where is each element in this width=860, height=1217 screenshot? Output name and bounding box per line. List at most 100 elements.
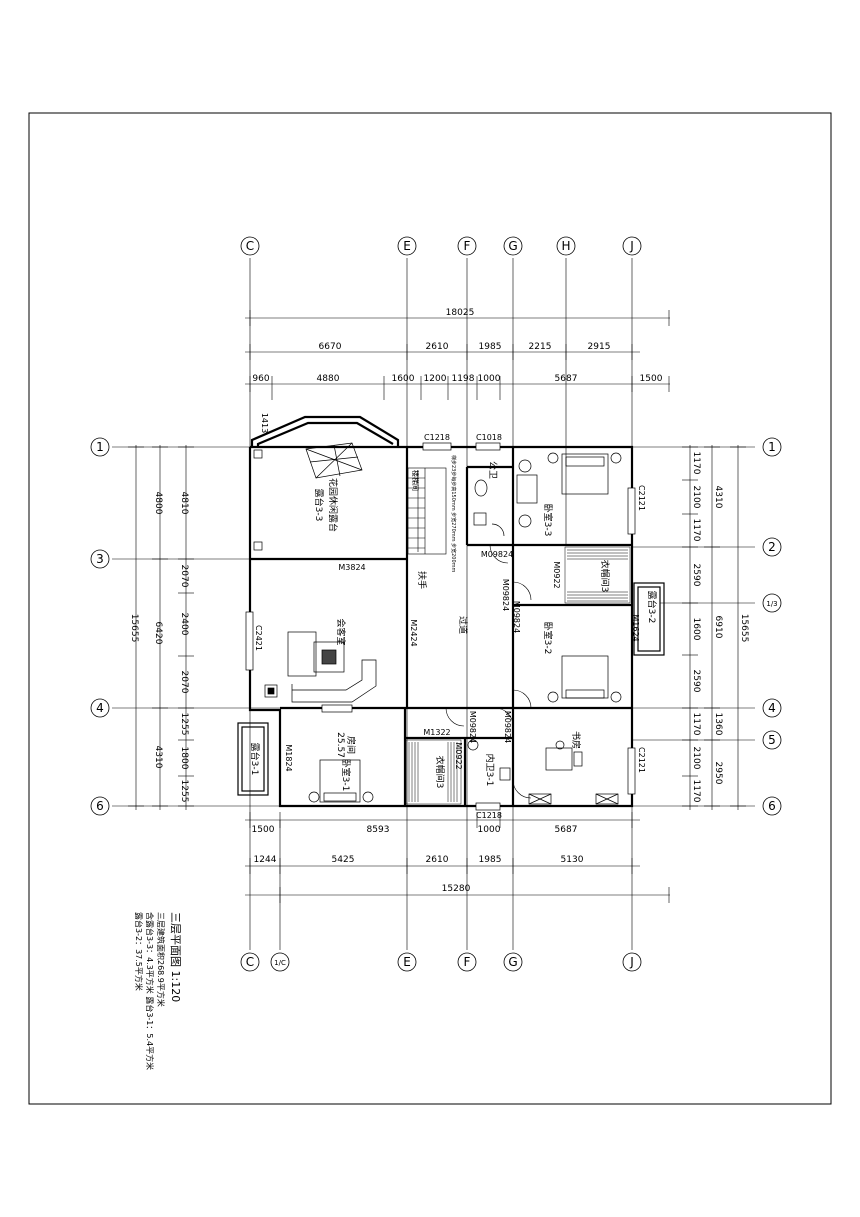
door-swings [445,544,532,799]
dim-right-total: 15655 [739,614,749,643]
wc-31-fixtures [467,739,511,781]
dim-right-inner-0: 1170 [691,452,701,475]
dim-left-inner-0: 4810 [179,492,189,515]
dim-bot-r1-2: 1000 [478,825,501,835]
dim-right-outer-1: 6910 [713,616,723,639]
dim-top-r2-5: 1000 [478,374,501,384]
axis-label-g-bottom: G [508,955,517,969]
dim-left-inner-5: 1800 [179,747,189,770]
axis-label-h-top: H [561,239,570,253]
room-bedroom-31: 卧室3-1 [340,759,352,792]
code-m1322: M1322 [423,728,450,737]
dim-bot-r2-1: 5425 [332,855,355,865]
axis-label-c-top: C [246,239,254,253]
dim-top-r2-4: 1198 [452,374,475,384]
code-c2421: C2421 [254,625,263,651]
dim-1413: 1413 [260,413,269,433]
dim-left-outer-0: 4800 [153,492,163,515]
dim-bot-r2-4: 5130 [561,855,584,865]
axis-label-3-left: 3 [96,552,104,566]
room-wardrobe-3: 衣帽间3 [599,560,611,593]
room-bedroom-32: 卧室3-2 [542,622,554,655]
dim-top-r2-7: 1500 [640,374,663,384]
room-stair: 楼梯间 [411,470,420,491]
dim-left-outer-1: 6420 [153,622,163,645]
room-bed31-area: 25.57 [335,732,345,758]
room-label-fangjian: 房间 [345,736,357,754]
dim-top-r1-3: 2215 [529,342,552,352]
walls [248,415,634,808]
bedroom-32-furniture [547,655,622,703]
dim-right-inner-7: 2100 [691,747,701,770]
dim-bot-r1-1: 8593 [367,825,390,835]
dim-top-r2-3: 1200 [424,374,447,384]
code-m09824-d: M09824 [468,711,477,743]
dimension-lines [135,317,739,896]
axis-bubbles-bottom [240,952,642,972]
code-m0922-a: M0922 [552,561,561,588]
dim-right-inner-5: 2590 [691,670,701,693]
room-living: 会客室 [335,618,347,645]
dim-right-outer-2: 1360 [713,713,723,736]
axis-label-j-top: J [629,239,634,253]
dim-bot-total: 15280 [442,884,471,894]
bedroom-31-furniture [308,759,374,803]
axis-label-1-3-right: 1/3 [766,600,777,608]
room-wc-31: 内卫3-1 [484,754,496,787]
dim-top-r2-0: 960 [252,374,269,384]
code-m09824-e: M09824 [503,711,512,743]
room-balcony-31: 露台3-1 [249,743,261,776]
room-balcony-32: 露台3-2 [646,591,658,624]
dim-top-r1-0: 6670 [319,342,342,352]
room-corridor: 过道 [457,616,469,634]
dim-top-r2-6: 5687 [555,374,578,384]
axis-label-c-bottom: C [246,955,254,969]
axis-label-4-left: 4 [96,701,104,715]
axis-bubbles-left [90,437,110,816]
study-furniture [528,740,619,805]
dim-left-inner-1: 2070 [179,565,189,588]
axis-bubbles-right [762,437,782,816]
room-study: 书房 [570,731,582,749]
dim-right-outer-0: 4310 [713,486,723,509]
dim-top-r1-4: 2915 [588,342,611,352]
dim-left-inner-3: 2070 [179,671,189,694]
axis-bubbles-top [240,236,642,256]
axis-label-f-bottom: F [464,955,471,969]
axis-label-1c-bottom: 1/C [274,959,286,967]
dim-top-r2-1: 4880 [317,374,340,384]
balcony-side-frames [237,582,665,796]
code-m0922-b: M0922 [454,742,463,769]
room-wardrobe-3b: 衣帽间3 [434,756,446,789]
dim-top-r2-2: 1600 [392,374,415,384]
code-c1218-top: C1218 [424,433,450,442]
public-wc-fixtures [473,479,505,537]
dim-right-inner-3: 2590 [691,564,701,587]
room-handrail: 扶手 [416,571,428,589]
dim-bot-r1-0: 1500 [252,825,275,835]
room-bedroom-33: 卧室3-3 [542,504,554,537]
dim-bot-r2-3: 1985 [479,855,502,865]
wardrobe-3-hatch [564,546,631,604]
axis-grid-lines [112,258,755,950]
dim-left-total: 15655 [129,614,139,643]
title-note-balcony-b: 露台3-2：37.5平方米 [134,912,144,991]
stair-note: 梯步23步每步高150mm 步宽270mm 步宽200mm [450,455,457,573]
code-m3824: M3824 [338,563,365,572]
dim-right-inner-6: 1170 [691,713,701,736]
dim-right-inner-1: 2100 [691,486,701,509]
axis-label-5-right: 5 [768,733,776,747]
code-c1218-bottom: C1218 [476,811,502,820]
axis-label-e-bottom: E [403,955,411,969]
dim-right-inner-2: 1170 [691,519,701,542]
axis-label-1-left: 1 [96,440,104,454]
drawing-title: 三层平面图 1:120 [169,912,182,1002]
dim-right-inner-8: 1170 [691,780,701,803]
axis-label-f-top: F [464,239,471,253]
dim-left-inner-6: 1255 [179,780,189,803]
title-note-area: 三层建筑面积268.9平方米 [156,912,166,1007]
code-m09824-b: M09824 [501,579,510,611]
code-c2121-a: C2121 [637,485,646,511]
axis-label-4-right: 4 [768,701,776,715]
